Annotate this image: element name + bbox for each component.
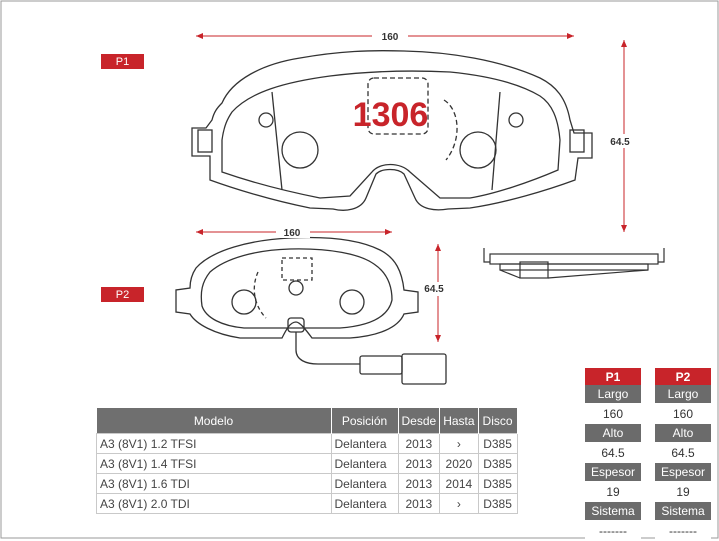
header-posicion: Posición: [331, 408, 399, 434]
spec-sistema-label: Sistema: [585, 502, 641, 520]
header-desde: Desde: [398, 408, 441, 434]
spec-largo-value: 160: [655, 403, 711, 424]
cell-hasta: 2014: [439, 473, 479, 494]
cell-modelo: A3 (8V1) 1.4 TFSI: [96, 453, 332, 474]
cell-hasta: ›: [439, 493, 479, 514]
spec-alto-value: 64.5: [655, 442, 711, 463]
cell-disco: D385: [477, 433, 518, 454]
cell-posicion: Delantera: [330, 493, 399, 514]
p2-width-dim: 160: [284, 228, 301, 239]
p1-height-dim: 64.5: [610, 137, 630, 148]
header-disco: Disco: [478, 408, 518, 434]
spec-alto-value: 64.5: [585, 442, 641, 463]
pad-p1-outline: [191, 50, 593, 211]
spec-largo-label: Largo: [585, 385, 641, 403]
cell-disco: D385: [477, 473, 518, 494]
table-row: A3 (8V1) 1.4 TFSI Delantera 2013 2020 D3…: [96, 453, 518, 474]
cell-disco: D385: [477, 453, 518, 474]
cell-desde: 2013: [397, 473, 441, 494]
pad-p2-outline: [175, 236, 447, 385]
spec-espesor-label: Espesor: [655, 463, 711, 481]
table-row: A3 (8V1) 1.2 TFSI Delantera 2013 › D385: [96, 433, 518, 454]
spec-header: P2: [655, 368, 711, 385]
p1-tag: P1: [101, 54, 144, 69]
cell-modelo: A3 (8V1) 1.6 TDI: [96, 473, 332, 494]
spec-sistema-label: Sistema: [655, 502, 711, 520]
cell-hasta: ›: [439, 433, 479, 454]
p1-width-dim: 160: [382, 32, 399, 43]
p2-tag: P2: [101, 287, 144, 302]
cell-desde: 2013: [397, 453, 441, 474]
spec-espesor-value: 19: [655, 481, 711, 502]
cell-posicion: Delantera: [330, 433, 399, 454]
spec-largo-label: Largo: [655, 385, 711, 403]
cell-desde: 2013: [397, 493, 441, 514]
header-modelo: Modelo: [96, 408, 332, 434]
cell-disco: D385: [477, 493, 518, 514]
spec-largo-value: 160: [585, 403, 641, 424]
spec-column-p2: P2 Largo 160 Alto 64.5 Espesor 19 Sistem…: [655, 368, 711, 541]
cell-desde: 2013: [397, 433, 441, 454]
table-header-row: Modelo Posición Desde Hasta Disco: [96, 408, 518, 434]
pad-side-view: [483, 248, 665, 279]
spec-column-p1: P1 Largo 160 Alto 64.5 Espesor 19 Sistem…: [585, 368, 641, 541]
spec-alto-label: Alto: [655, 424, 711, 442]
spec-sistema-value: -------: [655, 520, 711, 541]
part-number: 1306: [352, 96, 429, 134]
cell-posicion: Delantera: [330, 453, 399, 474]
cell-modelo: A3 (8V1) 2.0 TDI: [96, 493, 332, 514]
cell-modelo: A3 (8V1) 1.2 TFSI: [96, 433, 332, 454]
p2-height-dim: 64.5: [424, 284, 444, 295]
header-hasta: Hasta: [439, 408, 479, 434]
spec-alto-label: Alto: [585, 424, 641, 442]
cell-posicion: Delantera: [330, 473, 399, 494]
table-row: A3 (8V1) 1.6 TDI Delantera 2013 2014 D38…: [96, 473, 518, 494]
spec-espesor-label: Espesor: [585, 463, 641, 481]
table-row: A3 (8V1) 2.0 TDI Delantera 2013 › D385: [96, 493, 518, 514]
spec-espesor-value: 19: [585, 481, 641, 502]
spec-sistema-value: -------: [585, 520, 641, 541]
spec-header: P1: [585, 368, 641, 385]
cell-hasta: 2020: [439, 453, 479, 474]
models-table: Modelo Posición Desde Hasta Disco A3 (8V…: [96, 408, 518, 514]
